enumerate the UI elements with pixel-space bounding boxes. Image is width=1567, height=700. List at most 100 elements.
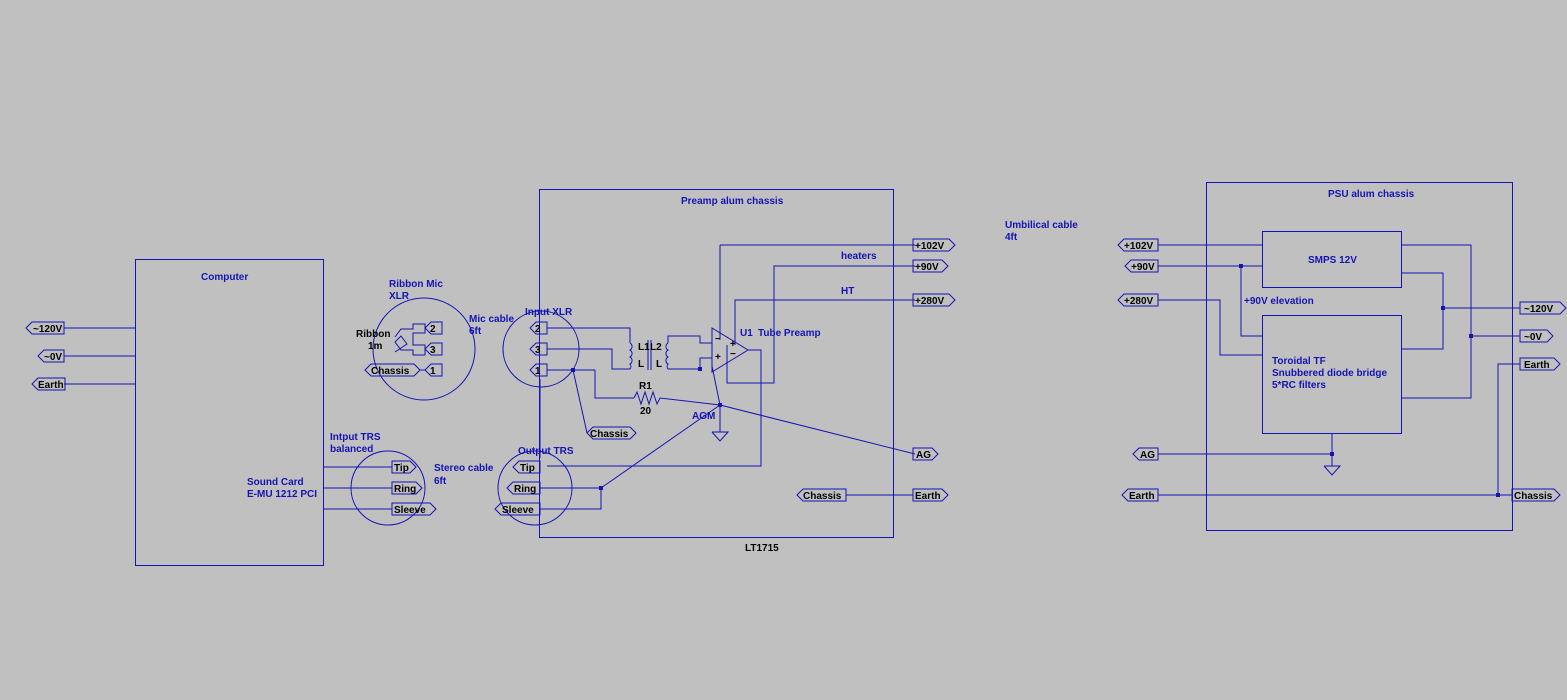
output-trs-tip: Tip xyxy=(520,463,535,474)
psu-frame xyxy=(1206,182,1513,531)
computer-title: Computer xyxy=(201,272,248,283)
svg-text:Earth: Earth xyxy=(38,380,64,391)
input-trs-title-line1: Intput TRS xyxy=(330,432,381,443)
input-trs-ring: Ring xyxy=(394,484,416,495)
svg-text:Chassis: Chassis xyxy=(1514,491,1553,502)
mic-chassis-pin: 1 xyxy=(430,366,436,377)
opamp-triangle-icon xyxy=(711,327,749,373)
svg-text:~120V: ~120V xyxy=(33,324,63,335)
resistor-value: 20 xyxy=(640,406,652,417)
svg-text:+102V: +102V xyxy=(915,241,945,252)
transformer-l2: L2 xyxy=(650,342,662,353)
svg-text:+280V: +280V xyxy=(1124,296,1154,307)
flag-psu-earth-out: Earth xyxy=(1519,357,1561,371)
svg-text:+90V: +90V xyxy=(915,262,939,273)
ribbon-label-line1: Ribbon xyxy=(356,329,390,340)
input-xlr-title: Input XLR xyxy=(525,307,573,318)
mic-cable-label-line1: Mic cable xyxy=(469,314,514,325)
svg-text:+280V: +280V xyxy=(915,296,945,307)
svg-text:Earth: Earth xyxy=(1129,491,1155,502)
flag-preamp-102v: +102V xyxy=(912,238,956,252)
computer-block: Computer Sound Card E-MU 1212 PCI xyxy=(64,259,324,566)
umbilical-label-line1: Umbilical cable xyxy=(1005,220,1078,231)
flag-psu-120v: ~120V xyxy=(1519,301,1567,315)
input-xlr-pin-3: 3 xyxy=(535,345,541,356)
opamp-label: Tube Preamp xyxy=(758,328,821,339)
flag-preamp-90v: +90V xyxy=(912,259,949,273)
transformer-l-b: L xyxy=(656,359,662,370)
ht-label: HT xyxy=(841,286,854,297)
preamp-frame xyxy=(539,189,894,538)
ribbon-label-line2: 1m xyxy=(368,341,383,352)
svg-text:+: + xyxy=(715,352,721,363)
svg-text:Earth: Earth xyxy=(915,491,941,502)
svg-text:~0V: ~0V xyxy=(1524,332,1542,343)
preamp-chassis: Preamp alum chassis LT1715 Input XLR 2 3… xyxy=(494,189,916,554)
toroidal-line1: Toroidal TF xyxy=(1272,356,1326,367)
umbilical-label-line2: 4ft xyxy=(1005,232,1018,243)
transformer-l-a: L xyxy=(638,359,644,370)
preamp-title: Preamp alum chassis xyxy=(681,196,784,207)
toroidal-line3: 5*RC filters xyxy=(1272,380,1326,391)
computer-frame xyxy=(135,259,324,566)
psu-ground-icon xyxy=(1323,465,1342,476)
soundcard-label-line2: E-MU 1212 PCI xyxy=(247,489,317,500)
soundcard-label-line1: Sound Card xyxy=(247,477,304,488)
ribbon-element-icon xyxy=(394,323,426,356)
mic-cable-circle xyxy=(372,297,476,401)
flag-psu-102v: +102V xyxy=(1117,238,1159,252)
output-trs-ring: Ring xyxy=(514,484,536,495)
preamp-part-number: LT1715 xyxy=(745,543,779,554)
mic-pin-2: 2 xyxy=(430,324,436,335)
input-xlr-pin-1: 1 xyxy=(535,366,541,377)
transformer-icon: L1 L2 L L xyxy=(628,340,670,370)
mic-pin-3: 3 xyxy=(430,345,436,356)
toroidal-line2: Snubbered diode bridge xyxy=(1272,368,1387,379)
flag-psu-ag: AG xyxy=(1132,447,1159,461)
ribbon-mic-title-line1: Ribbon Mic xyxy=(389,279,443,290)
ribbon-mic: Ribbon Mic XLR Ribbon 1m 2 3 Chassis 1 xyxy=(356,279,476,401)
output-trs-title: Output TRS xyxy=(518,446,574,457)
flag-psu-0v: ~0V xyxy=(1519,329,1554,343)
output-trs-sleeve: Sleeve xyxy=(502,505,534,516)
psu-title: PSU alum chassis xyxy=(1328,189,1415,200)
stereo-cable-label-line2: 6ft xyxy=(434,476,447,487)
svg-text:+90V: +90V xyxy=(1131,262,1155,273)
input-trs: Intput TRS balanced Tip Ring Sleeve xyxy=(323,432,437,526)
ground-icon xyxy=(711,431,730,442)
mic-cable-label-line2: 6ft xyxy=(469,326,482,337)
flag-preamp-ag: AG xyxy=(912,447,939,461)
flag-computer-0v: ~0V xyxy=(37,349,65,363)
opamp-ref: U1 xyxy=(740,328,753,339)
resistor-r1: R1 20 xyxy=(633,381,721,417)
svg-text:AG: AG xyxy=(1140,450,1155,461)
preamp-chassis-left: Chassis xyxy=(803,491,842,502)
flag-computer-120v: ~120V xyxy=(25,321,65,335)
svg-text:~0V: ~0V xyxy=(44,352,62,363)
svg-text:AG: AG xyxy=(916,450,931,461)
flag-psu-chassis: Chassis xyxy=(1511,488,1561,502)
input-xlr-pin-2: 2 xyxy=(535,324,541,335)
svg-text:−: − xyxy=(730,349,736,360)
flag-preamp-earth: Earth xyxy=(912,488,949,502)
svg-text:Earth: Earth xyxy=(1524,360,1550,371)
flag-psu-earth: Earth xyxy=(1121,488,1159,502)
input-trs-sleeve: Sleeve xyxy=(394,505,426,516)
elevation-label: +90V elevation xyxy=(1244,296,1314,307)
svg-text:+: + xyxy=(730,339,736,350)
psu-chassis: PSU alum chassis SMPS 12V Toroidal TF Sn… xyxy=(1158,182,1520,531)
ribbon-mic-title-line2: XLR xyxy=(389,291,410,302)
svg-text:~120V: ~120V xyxy=(1524,304,1554,315)
smps-label: SMPS 12V xyxy=(1308,255,1357,266)
input-xlr-chassis-label: Chassis xyxy=(590,429,629,440)
mic-chassis-label: Chassis xyxy=(371,366,410,377)
flag-psu-280v: +280V xyxy=(1117,293,1159,307)
flag-computer-earth: Earth xyxy=(31,377,66,391)
svg-text:−: − xyxy=(715,334,721,345)
smps-block xyxy=(1262,231,1402,288)
opamp-u1: − + + − U1 Tube Preamp AGM xyxy=(692,327,821,422)
transformer-l1: L1 xyxy=(638,342,650,353)
resistor-ref: R1 xyxy=(639,381,652,392)
flag-preamp-280v: +280V xyxy=(912,293,956,307)
